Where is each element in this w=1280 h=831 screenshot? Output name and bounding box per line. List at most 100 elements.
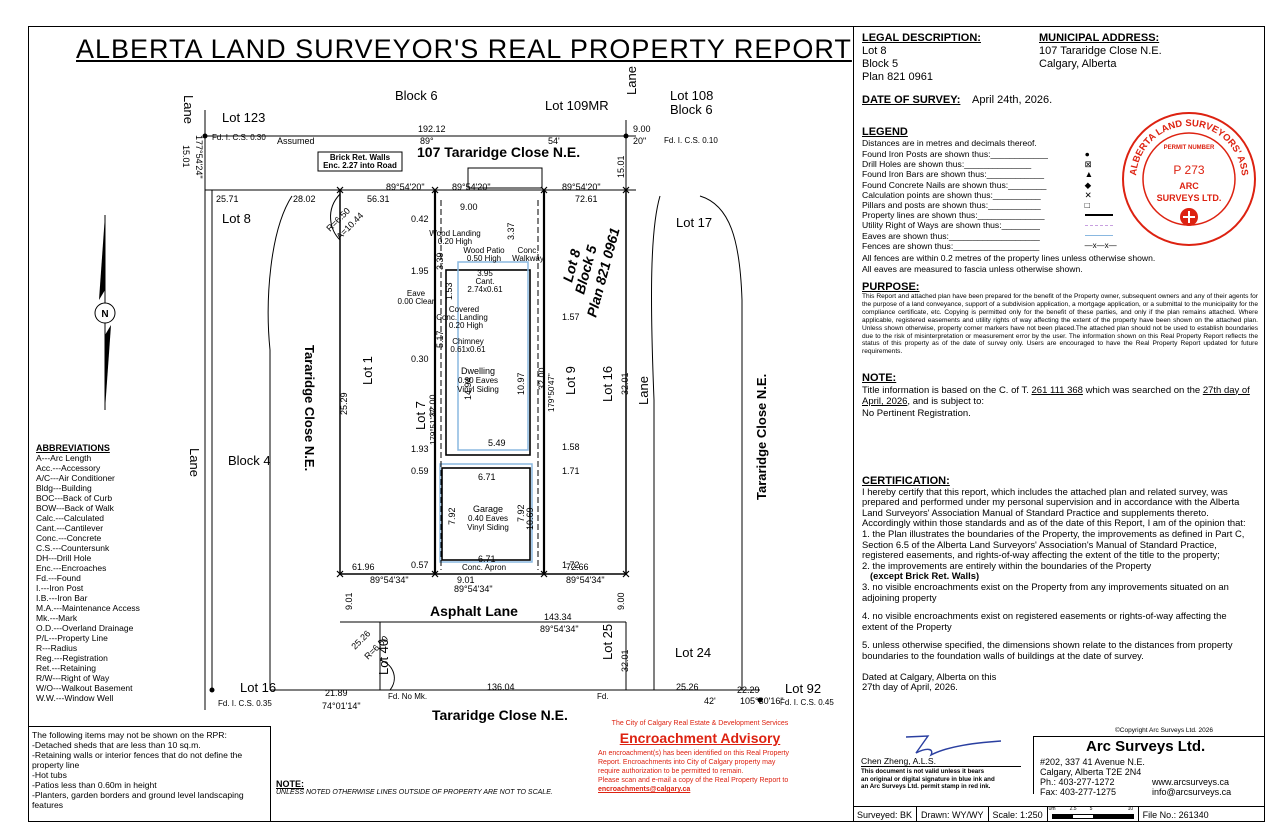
plan-cant3: 2.74x0.61: [467, 285, 503, 294]
plan-block4: Block 4: [228, 453, 271, 468]
plan-lot24: Lot 24: [675, 645, 711, 660]
plan-dwelling3: Vinyl Siding: [457, 385, 499, 394]
right-panel: LEGAL DESCRIPTION: Lot 8 Block 5 Plan 82…: [853, 26, 1265, 822]
plan-d-900c: 9.00: [616, 592, 626, 610]
abbr-item: I.---Iron Post: [36, 583, 84, 593]
plan-d-19212: 192.12: [418, 124, 446, 134]
legend-heading: LEGEND: [862, 126, 908, 138]
plan-bearing-bot3: 89°54'34": [566, 575, 605, 585]
note-title-no: 261 111 368: [1031, 384, 1083, 396]
plan-d-030: 0.30: [411, 354, 429, 364]
plan-lane-left2: Lane: [187, 448, 202, 477]
encroachment-email[interactable]: encroachments@calgary.ca: [598, 786, 691, 793]
plan-d-2229: 22.29: [737, 685, 760, 695]
plan-eave1: Eave: [407, 289, 426, 298]
utility-row-icon: [1084, 225, 1122, 227]
plan-d-3200: 32.00: [428, 394, 438, 417]
plan-d-177: 177°54'24": [194, 135, 204, 179]
certification: CERTIFICATION: I hereby certify that thi…: [862, 476, 1252, 693]
abbr-item: P/L---Property Line: [36, 633, 108, 643]
plan-d-2571: 25.71: [216, 194, 239, 204]
plan-d-179b: 179°51'27": [429, 406, 438, 445]
plan-d-193: 1.93: [411, 444, 429, 454]
certification-item: 4. no visible encroachments exist on reg…: [862, 610, 1227, 632]
plan-lot108: Lot 108: [670, 88, 713, 103]
abbr-item: Fd.---Found: [36, 573, 81, 583]
plan-street-right: Tararidge Close N.E.: [754, 374, 769, 500]
certification-dated1: Dated at Calgary, Alberta on this: [862, 670, 997, 682]
abbr-item: M.A.---Maintenance Access: [36, 603, 140, 613]
plan-d-89: 89°: [420, 136, 434, 146]
drill-hole-icon: ⊠: [1084, 159, 1092, 170]
abbr-item: R/W---Right of Way: [36, 673, 110, 683]
abbr-item: C.S.---Countersunk: [36, 543, 110, 553]
legend-item: Drill Holes are shown thus:_____________…: [862, 159, 1032, 170]
legend: LEGEND Distances are in metres and decim…: [862, 126, 1122, 251]
plan-d-2189: 21.89: [325, 688, 348, 698]
plan-dwelling2: 0.30 Eaves: [458, 376, 498, 385]
note-p4: No Pertinent Registration.: [862, 407, 971, 419]
date-label: DATE OF SURVEY:: [862, 94, 961, 106]
plan-lot16: Lot 16: [240, 680, 276, 695]
scale-label: 2.5: [1069, 806, 1077, 812]
legend-item: Found Iron Posts are shown thus:________…: [862, 149, 1048, 159]
certification-item: 2. the improvements are entirely within …: [862, 559, 1152, 571]
plan-chimney: Chimney: [452, 337, 484, 346]
plan-fd-nomk: Fd. No Mk.: [388, 692, 427, 701]
company-web[interactable]: www.arcsurveys.ca: [1152, 777, 1230, 787]
plan-d-792: 7.92: [447, 507, 457, 525]
plan-lot9: Lot 9: [563, 366, 578, 395]
scale-label: 0m: [1048, 806, 1056, 812]
abbr-item: Mk.---Mark: [36, 613, 78, 623]
plan-lot109mr: Lot 109MR: [545, 98, 609, 113]
surveyor-valid3: an Arc Surveys Ltd. permit stamp in red …: [861, 783, 991, 791]
purpose-heading: PURPOSE:: [862, 281, 920, 293]
encroachment-text: An encroachment(s) has been identified o…: [598, 750, 790, 757]
surveyor-valid2: an original or digital signature in blue…: [861, 775, 995, 783]
plan-lot40: Lot 40: [376, 639, 391, 675]
copyright: ©Copyright Arc Surveys Ltd. 2026: [1115, 727, 1214, 734]
plan-d-74: 74°01'14": [322, 701, 361, 711]
plan-woodlanding2: 0.20 High: [438, 237, 472, 246]
legend-item: Eaves are shown thus:___________________: [862, 230, 1040, 241]
plan-cant2: Cant.: [475, 277, 494, 286]
plan-d-549: 5.49: [488, 438, 506, 448]
plan-d-900: 9.00: [633, 124, 651, 134]
legend-item: Found Iron Bars are shown thus:_________…: [862, 169, 1045, 180]
plan-d-2526: 25.26: [676, 682, 699, 692]
plan-d-172: 1.72: [562, 560, 580, 570]
plan-d-337: 3.37: [506, 222, 516, 240]
plan-chimney2: 0.61x0.61: [450, 345, 486, 354]
plan-street-bottom: Tararidge Close N.E.: [432, 707, 568, 723]
certification-item: 5. unless otherwise specified, the dimen…: [862, 639, 1233, 661]
title-note: NOTE: Title information is based on the …: [862, 372, 1258, 419]
plan-d-1097: 10.97: [516, 372, 526, 395]
legend-item: Pillars and posts are shown thus:_______…: [862, 200, 1041, 211]
plan-note: NOTE: UNLESS NOTED OTHERWISE LINES OUTSI…: [276, 779, 553, 796]
company-email[interactable]: info@arcsurveys.ca: [1152, 787, 1232, 797]
not-shown-item: -Planters, garden borders and ground lev…: [32, 790, 244, 810]
plan-brick1: Brick Ret. Walls: [330, 153, 391, 162]
plan-lot123: Lot 123: [222, 110, 265, 125]
legend-item: Found Concrete Nails are shown thus:____…: [862, 179, 1047, 190]
encroachment-advisory: The City of Calgary Real Estate & Develo…: [580, 720, 820, 794]
plan-lot7: Lot 7: [413, 401, 428, 430]
plan-concwalk1: Conc.: [518, 246, 539, 255]
plan-d-900b: 9.00: [460, 202, 478, 212]
eaves-icon: [1084, 235, 1122, 237]
plan-d-3201: 32.01: [620, 372, 630, 395]
plan-fd-ics-010: Fd. I. C.S. 0.10: [664, 136, 718, 145]
note-heading: NOTE:: [862, 372, 897, 384]
plan-woodlanding1: Wood Landing: [429, 229, 480, 238]
svg-text:N: N: [101, 309, 108, 320]
plan-d-059: 0.59: [411, 466, 429, 476]
footer-surveyed: Surveyed: BK: [853, 807, 918, 822]
plan-eave2: 0.00 Clear: [398, 297, 435, 306]
not-shown-item: -Hot tubs: [32, 770, 67, 780]
not-shown-box: The following items may not be shown on …: [28, 726, 271, 822]
date-value: April 24th, 2026.: [972, 94, 1053, 106]
plan-d-517: 5.17: [435, 330, 445, 348]
abbreviations-heading: ABBREVIATIONS: [36, 443, 110, 453]
abbr-item: Ret.---Retaining: [36, 663, 96, 673]
seal-number: P 273: [1173, 163, 1204, 177]
